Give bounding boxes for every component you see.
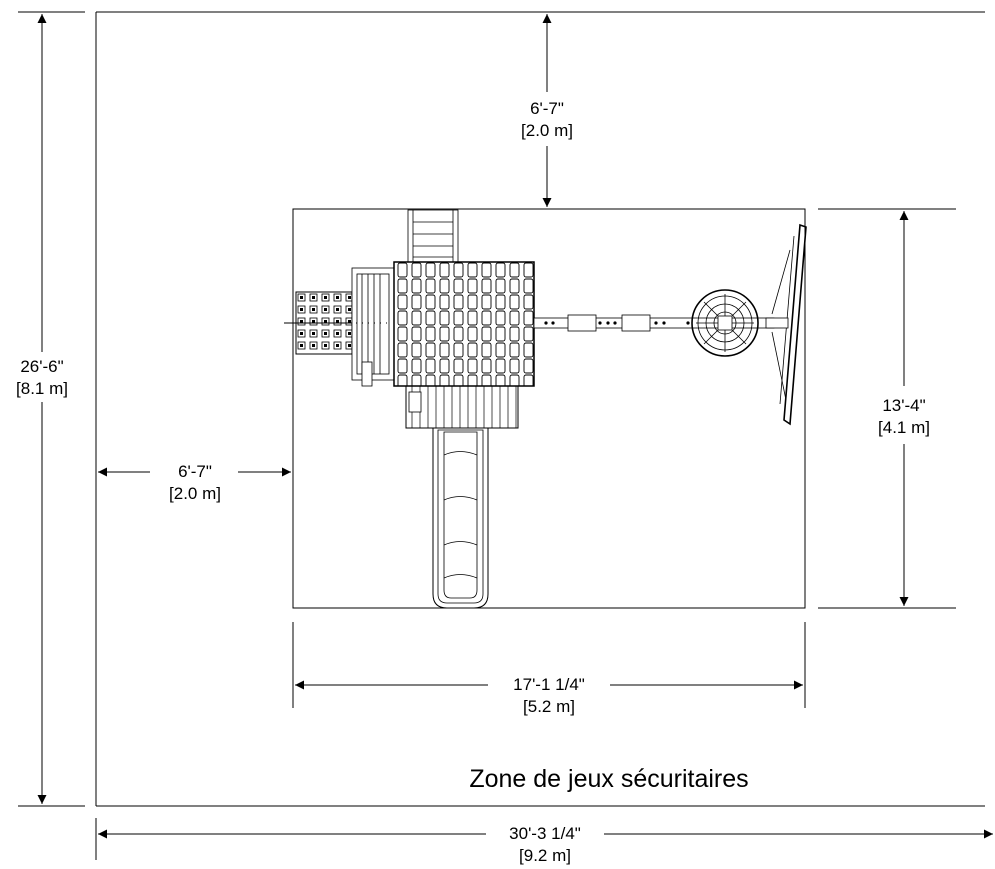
dimension-total-height: 26'-6" [8.1 m] bbox=[16, 14, 68, 804]
total-width-imperial: 30'-3 1/4" bbox=[509, 824, 581, 843]
top-clearance-metric: [2.0 m] bbox=[521, 121, 573, 140]
side-platform bbox=[351, 267, 395, 387]
dimension-structure-width: 17'-1 1/4" [5.2 m] bbox=[295, 675, 803, 716]
safety-zone-label: Zone de jeux sécuritaires bbox=[469, 765, 748, 793]
extension-lines bbox=[18, 11, 956, 860]
slide-platform bbox=[405, 385, 519, 429]
structure-width-metric: [5.2 m] bbox=[523, 697, 575, 716]
slide bbox=[432, 427, 489, 609]
total-width-metric: [9.2 m] bbox=[519, 846, 571, 865]
structure-height-imperial: 13'-4" bbox=[882, 396, 925, 415]
structure-footprint bbox=[292, 208, 806, 609]
left-clearance-imperial: 6'-7" bbox=[178, 462, 212, 481]
dimension-structure-height: 13'-4" [4.1 m] bbox=[878, 211, 930, 606]
dimension-top-clearance: 6'-7" [2.0 m] bbox=[521, 14, 573, 207]
left-clearance-metric: [2.0 m] bbox=[169, 484, 221, 503]
total-height-imperial: 26'-6" bbox=[20, 357, 63, 376]
dimension-left-clearance: 6'-7" [2.0 m] bbox=[98, 462, 291, 503]
main-deck bbox=[393, 261, 535, 387]
swing-beam bbox=[533, 314, 775, 332]
top-clearance-imperial: 6'-7" bbox=[530, 99, 564, 118]
safety-zone-outline bbox=[95, 11, 985, 807]
ladder bbox=[407, 209, 459, 263]
playset-structure bbox=[284, 209, 807, 609]
web-swing bbox=[691, 289, 759, 357]
structure-width-imperial: 17'-1 1/4" bbox=[513, 675, 585, 694]
dimension-total-width: 30'-3 1/4" [9.2 m] bbox=[98, 824, 993, 865]
rock-wall bbox=[284, 291, 356, 355]
structure-height-metric: [4.1 m] bbox=[878, 418, 930, 437]
total-height-metric: [8.1 m] bbox=[16, 379, 68, 398]
a-frame bbox=[765, 223, 807, 426]
